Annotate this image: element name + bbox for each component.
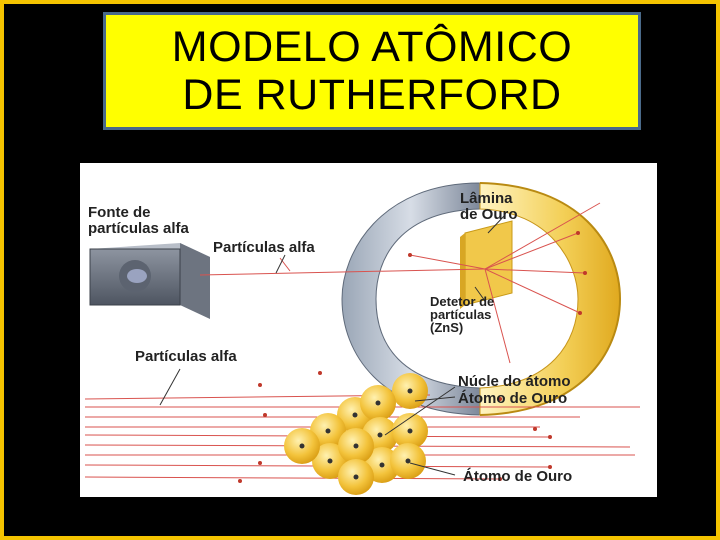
label-foil-line2: de Ouro <box>460 206 518 223</box>
label-alpha-particles-bottom: Partículas alfa <box>135 348 237 365</box>
label-source-line2: partículas alfa <box>88 220 189 237</box>
label-detector-line3: (ZnS) <box>430 320 464 335</box>
label-gold-atom-2: Átomo de Ouro <box>463 468 573 485</box>
label-foil-line1: Lâmina <box>460 190 513 207</box>
alpha-source <box>89 243 210 319</box>
gold-foil <box>460 220 513 309</box>
gold-atoms <box>284 373 428 495</box>
title-line-2: DE RUTHERFORD <box>182 71 562 119</box>
label-gold-foil: Lâmina de Ouro <box>460 191 518 223</box>
title-line-1: MODELO ATÔMICO <box>171 23 573 71</box>
label-alpha-particles-top: Partículas alfa <box>213 239 315 256</box>
label-detector-line2: partículas <box>430 307 492 322</box>
leader-lines-bottom <box>159 368 456 476</box>
detector-ring <box>341 182 622 416</box>
title-box: MODELO ATÔMICO DE RUTHERFORD <box>103 12 641 130</box>
label-gold-atom-1: Átomo de Ouro <box>458 390 568 407</box>
label-source-line1: Fonte de <box>88 204 151 221</box>
diagram-graphics <box>84 182 640 495</box>
top-beam <box>199 202 601 364</box>
label-detector: Detetor de partículas (ZnS) <box>430 295 494 334</box>
label-detector-line1: Detetor de <box>430 294 495 309</box>
label-nucleus-group: Núcle do átomo Átomo de Ouro <box>458 373 571 407</box>
rutherford-diagram: Fonte de partículas alfa Partículas alfa… <box>80 163 657 497</box>
label-alpha-source: Fonte de partículas alfa <box>88 205 189 237</box>
leader-lines-top <box>275 214 506 302</box>
label-nucleus: Núcle do átomo <box>458 373 571 390</box>
